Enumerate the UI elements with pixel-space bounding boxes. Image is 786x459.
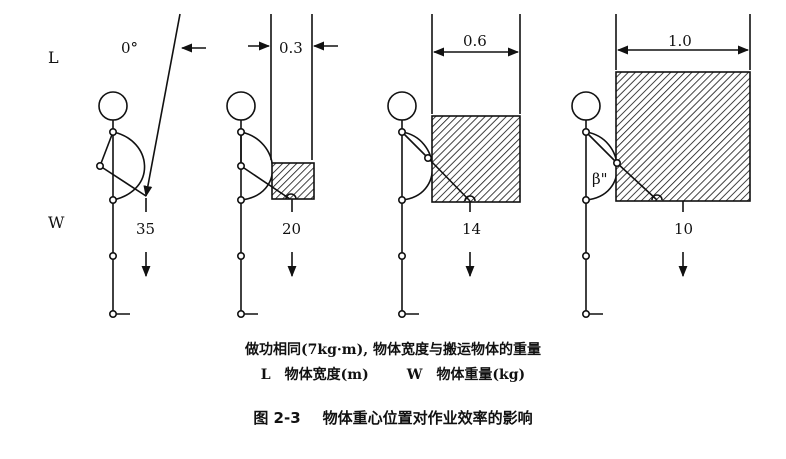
joint-ankle bbox=[237, 309, 246, 318]
figure-belly bbox=[585, 131, 618, 201]
figure-title: 物体重心位置对作业效率的影响 bbox=[322, 409, 533, 427]
panel-4-weight-value: 10 bbox=[674, 220, 693, 238]
joint-elbow bbox=[612, 159, 621, 168]
panel-4-width-label: 1.0 bbox=[668, 32, 692, 50]
figure-belly bbox=[401, 131, 434, 201]
panel-3 bbox=[387, 14, 521, 318]
figure-number: 图 2-3 bbox=[253, 409, 301, 427]
panel-1-width-label: 0° bbox=[121, 39, 138, 57]
panel-3-width-label: 0.6 bbox=[463, 32, 487, 50]
joint-ankle bbox=[109, 309, 118, 318]
figure-forearm bbox=[427, 157, 471, 202]
joint-shoulder bbox=[109, 128, 118, 137]
joint-hip bbox=[109, 196, 118, 205]
joint-shoulder bbox=[237, 128, 246, 137]
load-box bbox=[271, 162, 315, 200]
legend-L-key: L bbox=[260, 367, 271, 383]
joint-shoulder bbox=[581, 128, 590, 137]
caption-text: 做功相同(7kg·m), 物体宽度与搬运物体的重量 bbox=[245, 342, 541, 358]
figure-forearm bbox=[616, 162, 658, 201]
caption-legend: L 物体宽度(m) W 物体重量(kg) bbox=[0, 364, 786, 384]
legend-L-text: 物体宽度(m) bbox=[284, 367, 369, 383]
panel-4 bbox=[571, 14, 751, 318]
figure-forearm bbox=[240, 165, 291, 200]
figure-head bbox=[98, 91, 128, 121]
legend-W-text: 物体重量(kg) bbox=[436, 367, 526, 383]
panel-2-width-label: 0.3 bbox=[279, 39, 303, 57]
panel-2 bbox=[226, 14, 338, 318]
figure-belly bbox=[112, 131, 146, 201]
row-label-weight: W bbox=[48, 213, 65, 232]
figure-forearm bbox=[99, 165, 147, 197]
figure-head bbox=[226, 91, 256, 121]
load-centre-mark bbox=[651, 194, 663, 201]
joint-ankle bbox=[581, 309, 590, 318]
figure-upper-arm bbox=[99, 131, 114, 167]
panel-2-weight-value: 20 bbox=[282, 220, 301, 238]
panel-4-angle-label: β" bbox=[592, 170, 608, 188]
joint-shoulder bbox=[397, 128, 406, 137]
load-box bbox=[615, 71, 751, 202]
joint-knee bbox=[237, 252, 246, 261]
load-box bbox=[431, 115, 521, 203]
joint-elbow bbox=[96, 162, 105, 171]
joint-ankle bbox=[397, 309, 406, 318]
figure-upper-arm bbox=[585, 131, 618, 164]
joint-elbow bbox=[423, 154, 432, 163]
joint-hip bbox=[581, 196, 590, 205]
figure-upper-arm bbox=[401, 131, 429, 159]
caption-line-1: 做功相同(7kg·m), 物体宽度与搬运物体的重量 bbox=[0, 339, 786, 359]
legend-W-key: W bbox=[406, 367, 423, 383]
row-label-width: L bbox=[48, 48, 59, 67]
panel-3-weight-value: 14 bbox=[462, 220, 481, 238]
load-centre-mark bbox=[285, 193, 297, 200]
joint-elbow bbox=[237, 162, 246, 171]
joint-hip bbox=[397, 196, 406, 205]
load-centre-mark bbox=[464, 195, 476, 202]
joint-knee bbox=[109, 252, 118, 261]
figure-head bbox=[571, 91, 601, 121]
panel-1 bbox=[96, 13, 206, 318]
figure-caption: 图 2-3 物体重心位置对作业效率的影响 bbox=[0, 407, 786, 428]
panel-1-weight-value: 35 bbox=[136, 220, 155, 238]
joint-hip bbox=[237, 196, 246, 205]
figure-head bbox=[387, 91, 417, 121]
gravity-line bbox=[143, 13, 181, 198]
figure-belly bbox=[240, 131, 274, 201]
joint-knee bbox=[397, 252, 406, 261]
joint-knee bbox=[581, 252, 590, 261]
